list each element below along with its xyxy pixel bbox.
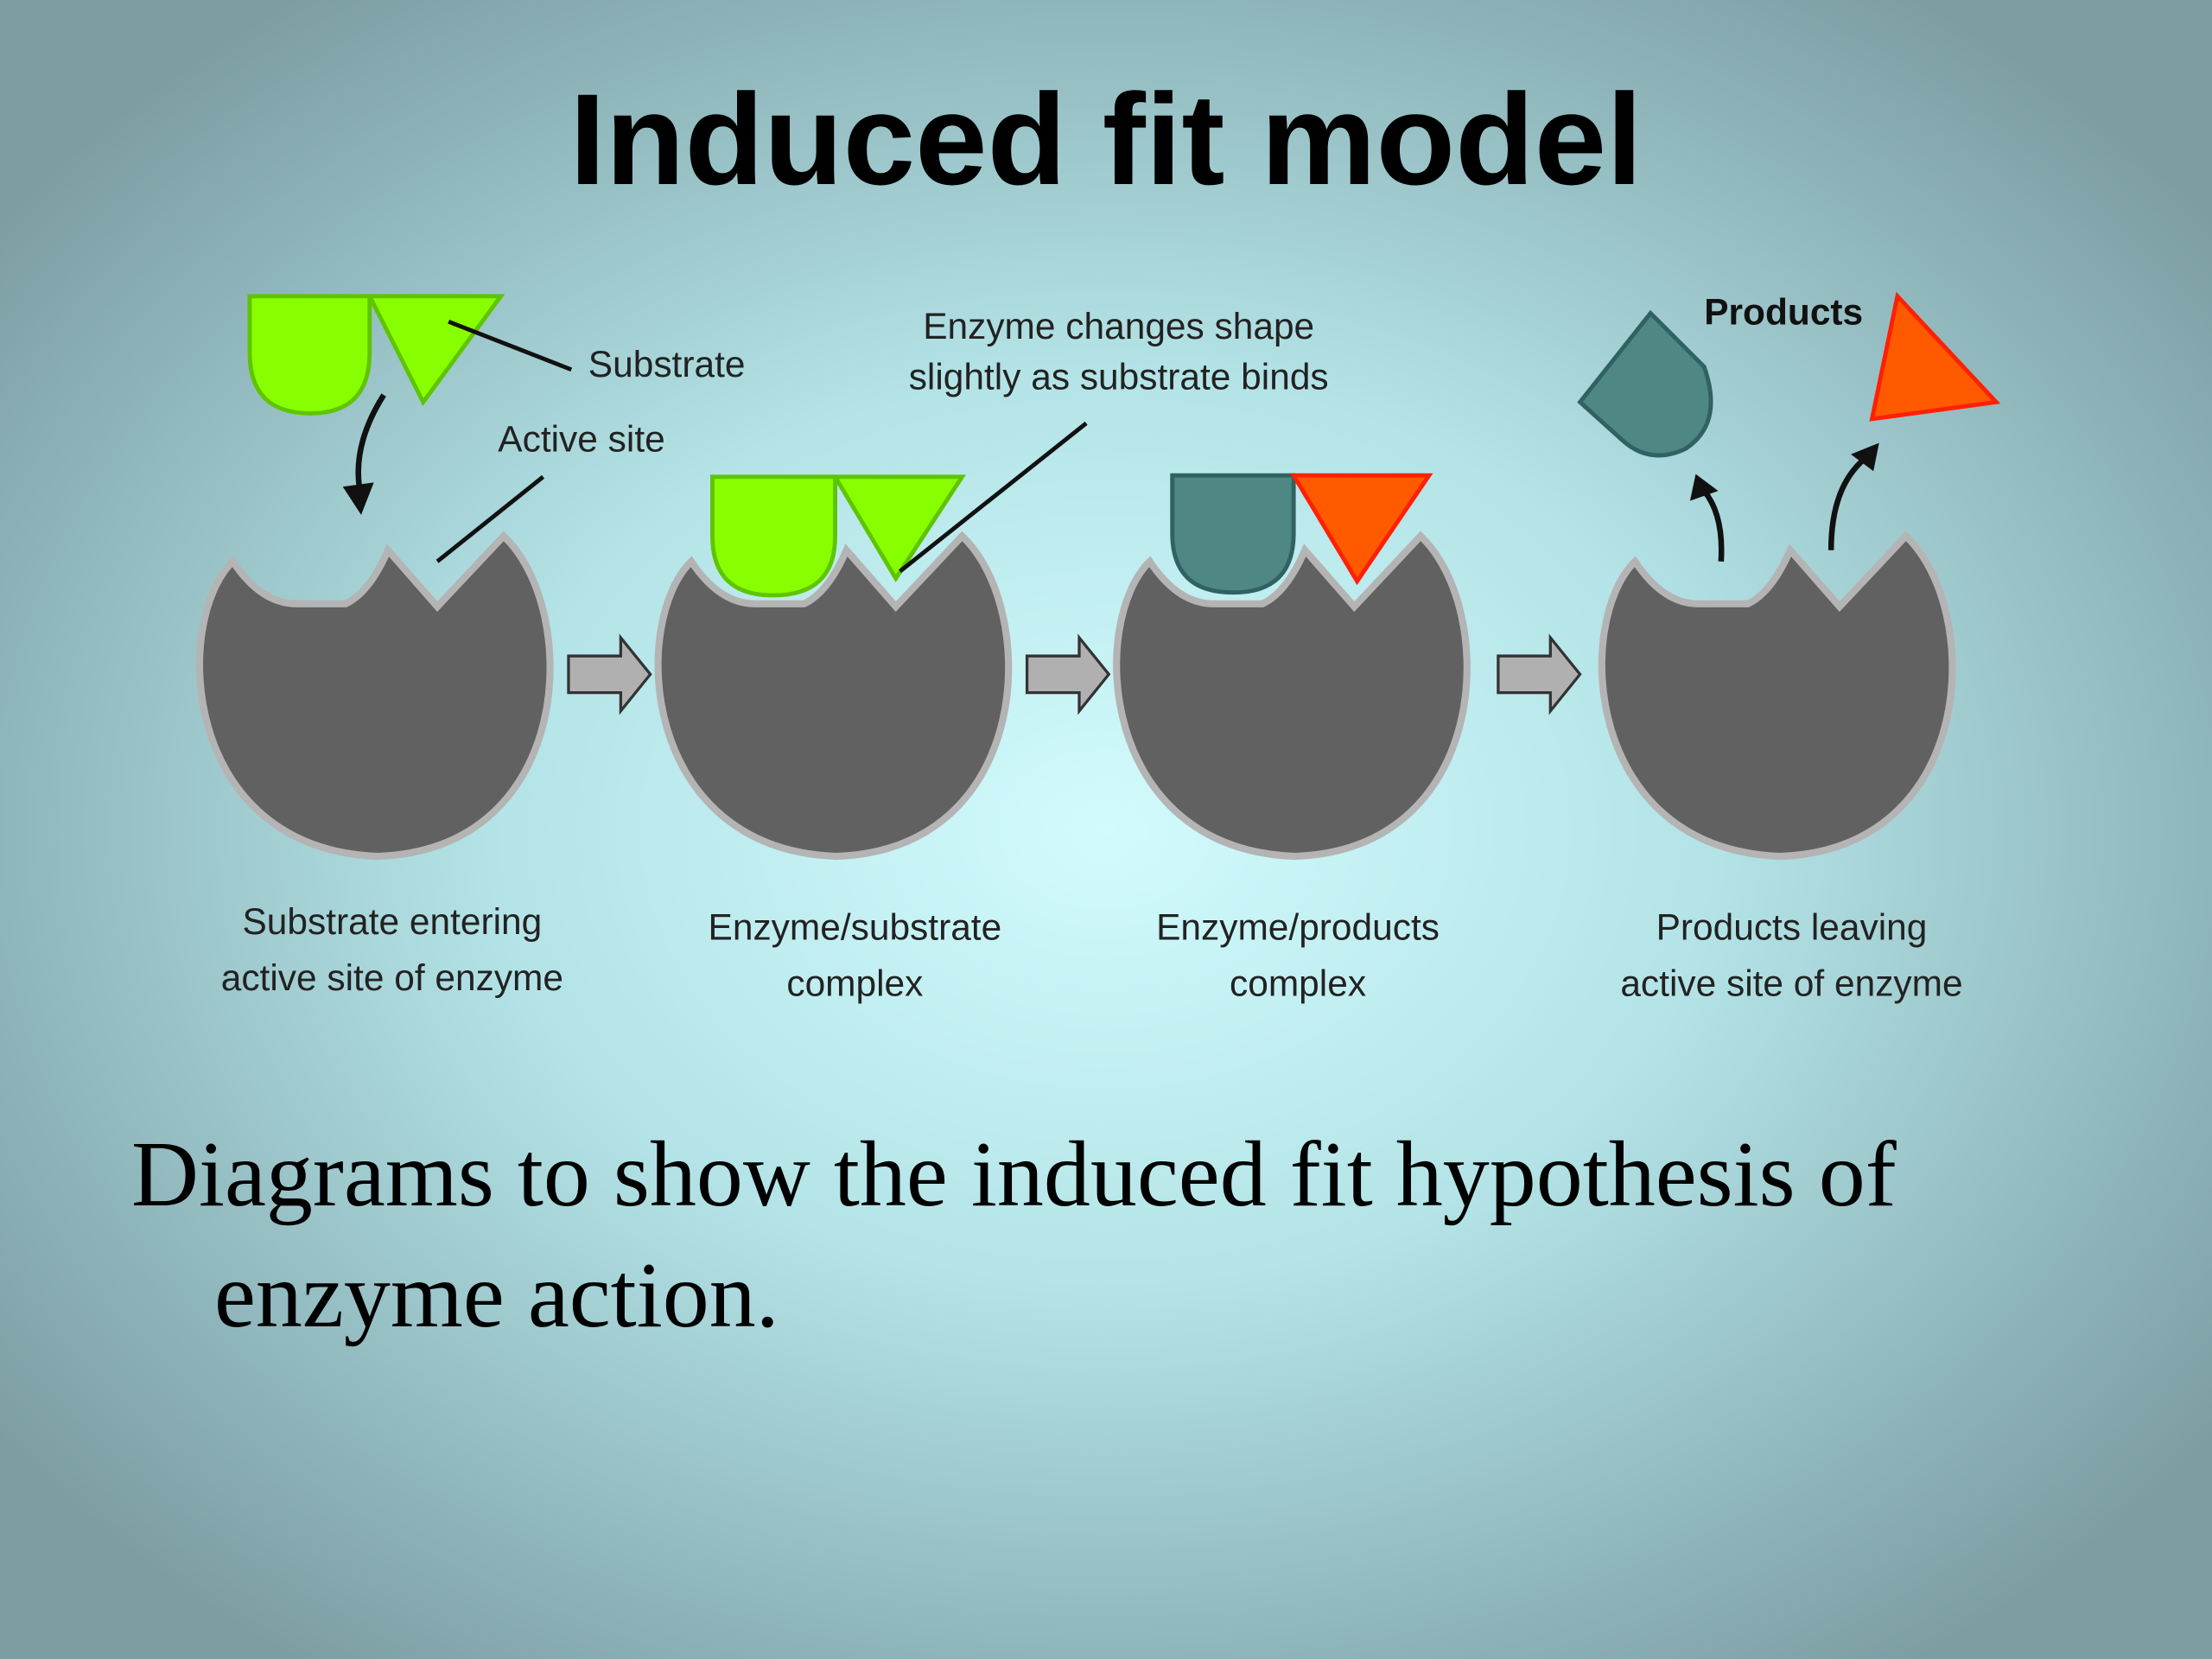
caption-line-2: enzyme action. [214,1244,779,1347]
slide-title: Induced fit model [569,67,1643,212]
arrow-right-icon [1025,636,1110,713]
leaving-arrow-icon [1827,456,1867,550]
stage-1-caption-2: active site of enzyme [221,957,563,998]
enzyme-2 [658,536,1009,856]
shape-change-pointer-line [899,421,1088,574]
leaving-arrow-icon [1701,489,1725,562]
substrate-pointer-line [448,319,573,372]
released-products [1577,291,2001,458]
stage-2-caption-2: complex [786,963,923,1004]
entering-arrow-icon [355,393,386,498]
products-label: Products [1704,292,1863,333]
stage-2-substrate [710,474,966,598]
slide-caption: Diagrams to show the induced fit hypothe… [131,1115,2119,1357]
shape-change-label-2: slightly as substrate binds [909,357,1329,397]
shape-change-label-1: Enzyme changes shape [923,306,1314,346]
stage-3-products [1170,473,1433,595]
arrow-right-icon [567,636,652,713]
stage-2-caption-1: Enzyme/substrate [709,906,1002,947]
enzyme-4 [1602,536,1953,856]
stage-4-caption-1: Products leaving [1656,906,1928,947]
active-site-label: Active site [498,418,664,459]
stage-1-caption-1: Substrate entering [242,901,542,942]
enzyme-3 [1116,536,1467,856]
substrate-label: Substrate [588,344,746,385]
stage-1-substrate [247,294,505,416]
caption-line-1: Diagrams to show the induced fit hypothe… [131,1123,1897,1226]
arrow-right-icon [1497,636,1582,713]
stage-4-caption-2: active site of enzyme [1620,963,1962,1004]
stage-3-caption-1: Enzyme/products [1156,906,1440,947]
stage-3-caption-2: complex [1230,963,1366,1004]
enzyme-1 [200,536,550,856]
active-site-pointer-line [435,474,545,563]
